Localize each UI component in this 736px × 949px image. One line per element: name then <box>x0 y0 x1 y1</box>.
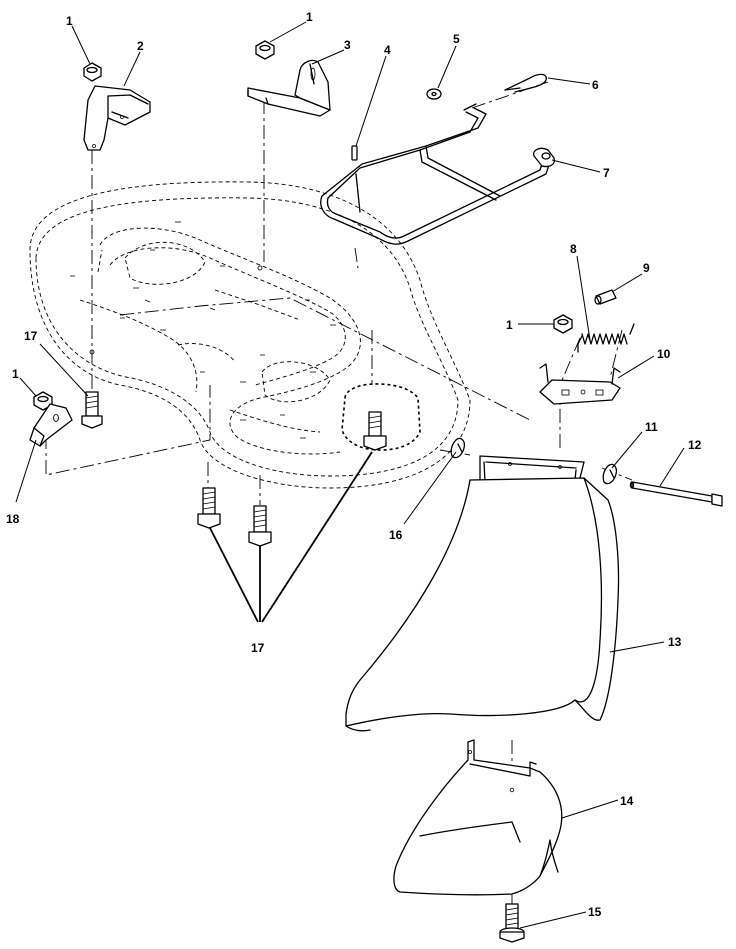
clip-16 <box>450 437 466 459</box>
hinge-bracket-3 <box>247 59 331 117</box>
callout-5: 5 <box>453 32 460 46</box>
mower-deck-outline <box>29 181 471 489</box>
deck-bracket-2 <box>83 85 151 151</box>
callout-labels: 1 2 1 3 4 5 6 7 8 9 1 10 17 1 11 12 16 1… <box>6 10 702 919</box>
hex-nut-1b <box>255 40 275 60</box>
callout-9: 9 <box>643 261 650 275</box>
leader-lines <box>15 21 685 929</box>
callout-7: 7 <box>603 166 610 180</box>
callout-8: 8 <box>570 242 577 256</box>
callout-4: 4 <box>384 43 391 57</box>
bolt-15 <box>499 903 525 943</box>
callout-6: 6 <box>592 78 599 92</box>
hairpin-clip-6 <box>504 73 547 93</box>
callout-14: 14 <box>620 794 634 808</box>
bolt-17d <box>363 411 387 451</box>
hex-nut-1d <box>33 391 53 411</box>
callout-3: 3 <box>344 38 351 52</box>
callout-18: 18 <box>6 512 20 526</box>
callout-1: 1 <box>66 14 73 28</box>
callout-16: 16 <box>389 528 403 542</box>
bracket-18 <box>29 403 73 447</box>
deflector-14 <box>393 739 563 896</box>
torsion-spring-8 <box>577 323 635 353</box>
pin-9 <box>594 289 617 305</box>
callout-15: 15 <box>588 905 602 919</box>
callout-2: 2 <box>137 39 144 53</box>
callout-12: 12 <box>688 438 702 452</box>
callout-17: 17 <box>251 641 265 655</box>
callout-10: 10 <box>657 347 671 361</box>
callout-1: 1 <box>12 367 19 381</box>
chute-bracket-10 <box>539 363 621 405</box>
callout-13: 13 <box>668 635 682 649</box>
hex-nut-1c <box>553 314 573 334</box>
bolt-17b <box>197 487 221 529</box>
chute-bail-frame-7 <box>320 103 556 245</box>
bolt-17c <box>248 505 272 547</box>
callout-11: 11 <box>645 420 658 434</box>
washer-5 <box>426 88 442 100</box>
discharge-chute-13 <box>345 477 620 732</box>
bolt-17a <box>81 391 103 429</box>
callout-1: 1 <box>306 10 313 24</box>
hex-nut-1a <box>83 62 102 82</box>
pin-4 <box>351 145 358 161</box>
callout-1: 1 <box>506 318 513 332</box>
callout-17: 17 <box>24 329 38 343</box>
hinge-rod-12 <box>629 481 723 507</box>
clip-11 <box>602 463 618 485</box>
